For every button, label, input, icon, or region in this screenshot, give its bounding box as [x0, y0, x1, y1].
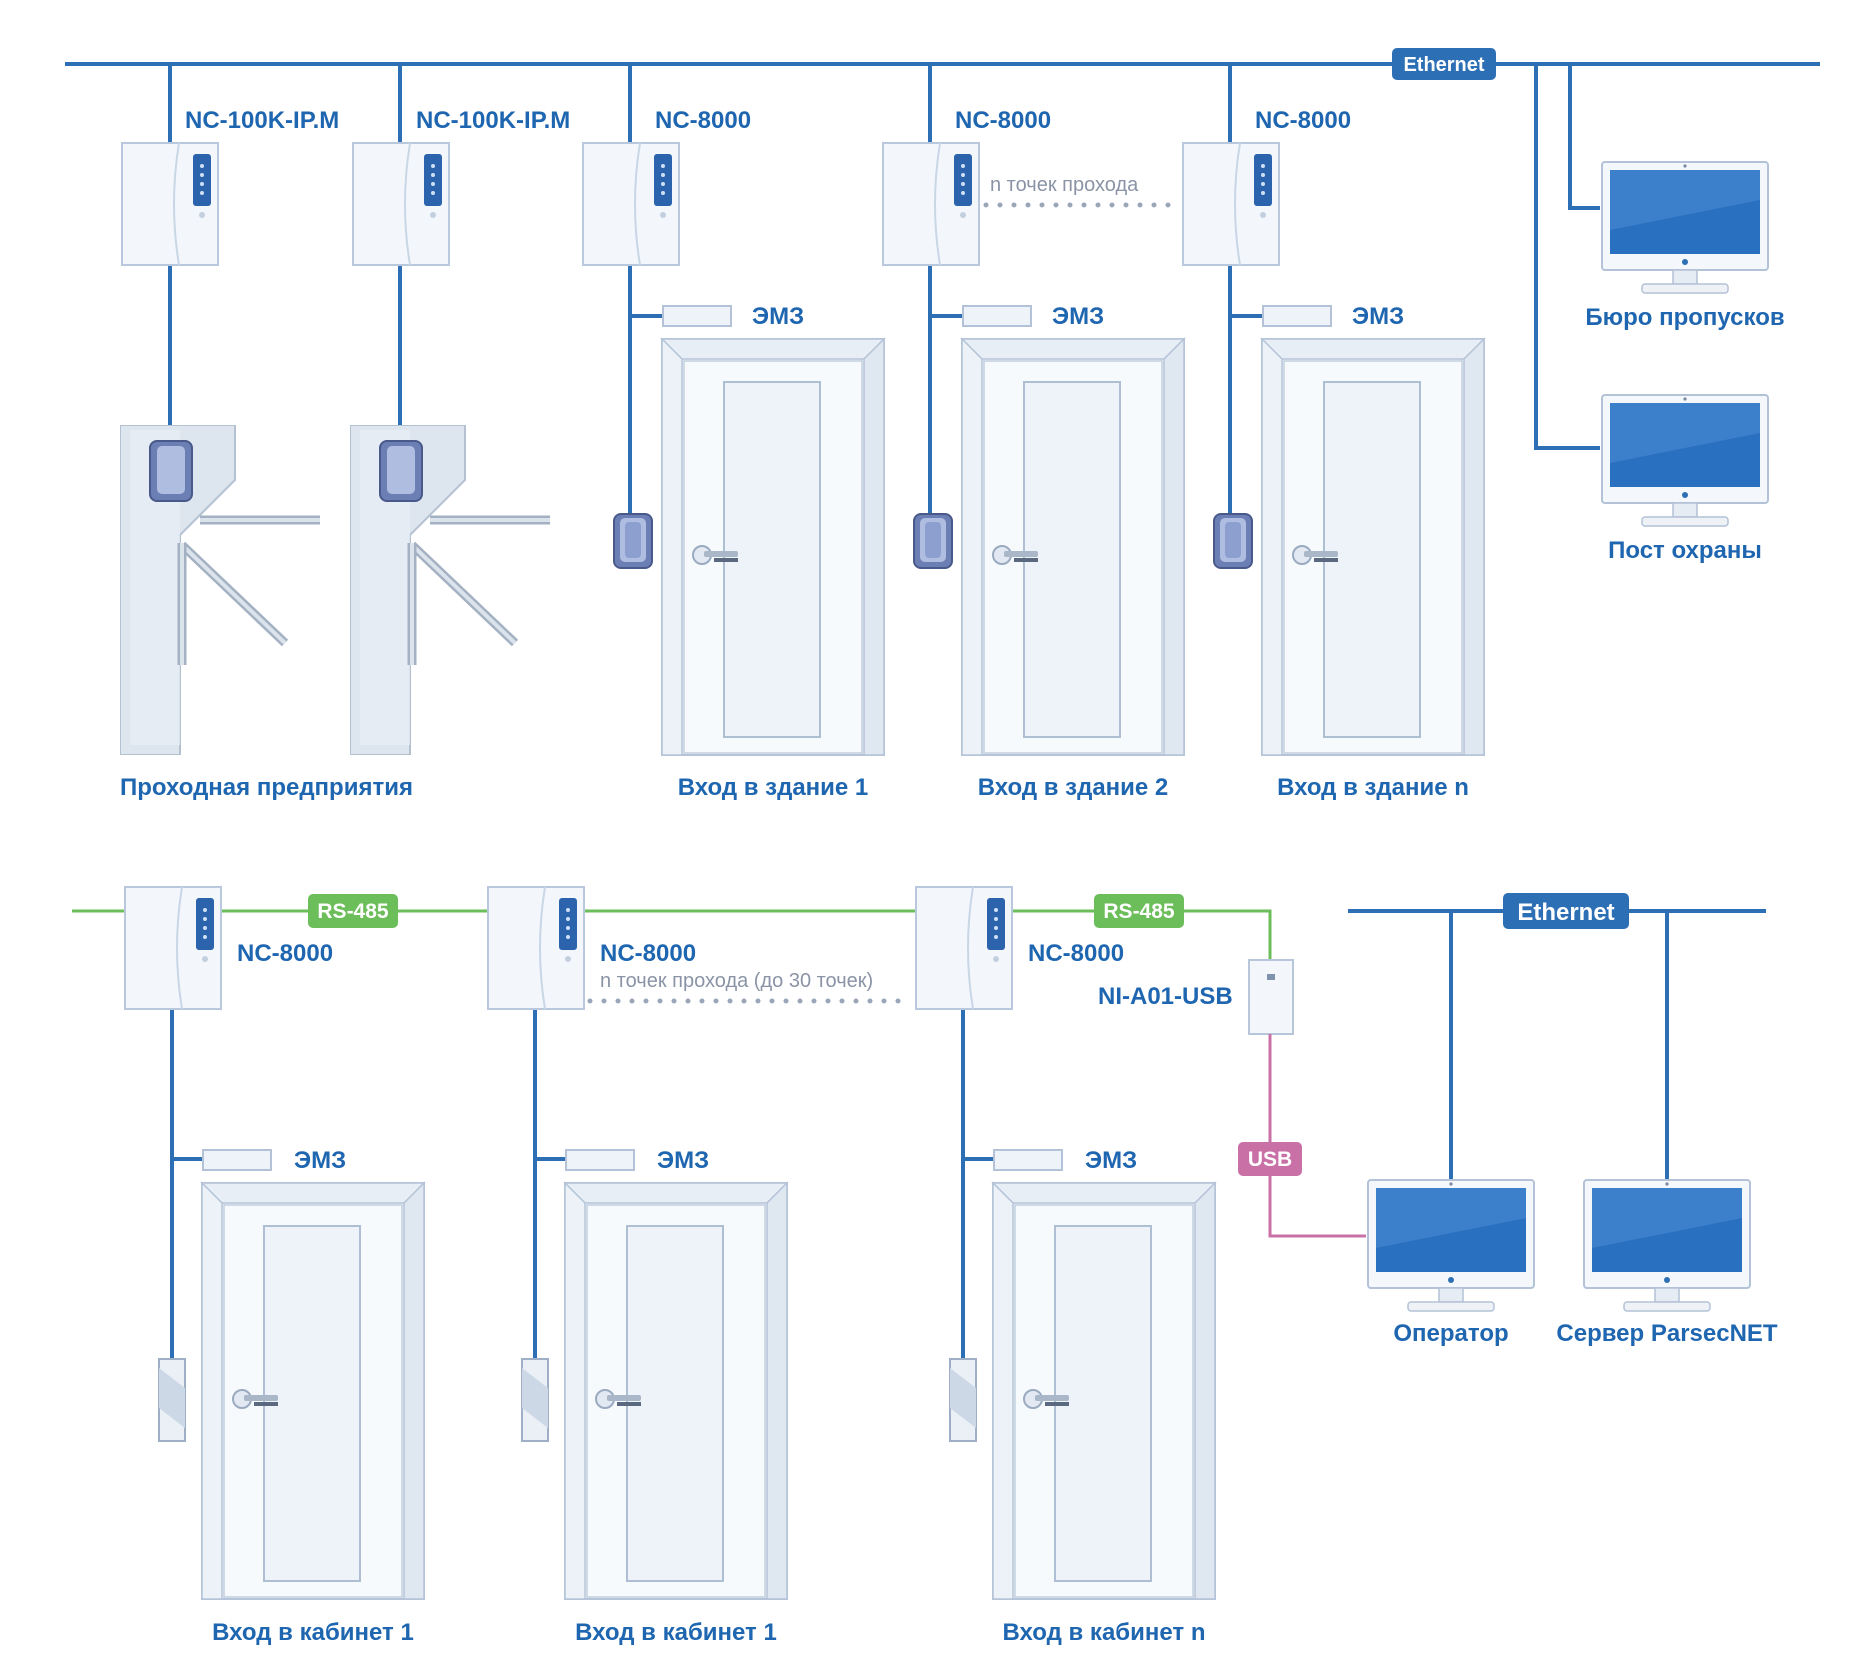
door-cabinet-n: ЭМЗ — [949, 1147, 1216, 1600]
svg-text:Оператор: Оператор — [1393, 1320, 1508, 1347]
caption-entry-n: Вход в здание n — [1277, 774, 1469, 801]
controller-nc8000-1: NC-8000 — [582, 107, 751, 266]
ethernet-tag-top: Ethernet — [1392, 48, 1496, 80]
pc-server: Сервер ParsecNET — [1556, 1179, 1778, 1347]
svg-text:ЭМЗ: ЭМЗ — [657, 1147, 709, 1174]
svg-text:Пост охраны: Пост охраны — [1608, 537, 1762, 564]
caption-turnstile: Проходная предприятия — [120, 774, 413, 801]
svg-text:ЭМЗ: ЭМЗ — [1085, 1147, 1137, 1174]
device-wiring-top — [168, 266, 1262, 516]
usb-interface: NI-A01-USB — [1098, 959, 1294, 1035]
svg-text:NC-8000: NC-8000 — [600, 940, 696, 967]
controller-nc8000-n: NC-8000 — [1182, 107, 1351, 266]
svg-text:RS-485: RS-485 — [317, 900, 389, 923]
svg-text:NC-8000: NC-8000 — [955, 107, 1051, 134]
pc-pass-office: Бюро пропусков — [1585, 161, 1785, 331]
svg-text:Ethernet: Ethernet — [1403, 54, 1484, 76]
caption-cabinet-n: Вход в кабинет n — [1003, 1619, 1206, 1646]
svg-text:NC-100K-IP.M: NC-100K-IP.M — [416, 107, 570, 134]
svg-text:n точек прохода (до 30 точек): n точек прохода (до 30 точек) — [600, 970, 873, 992]
svg-text:NC-8000: NC-8000 — [237, 940, 333, 967]
caption-cabinet-1b: Вход в кабинет 1 — [575, 1619, 777, 1646]
svg-text:NC-8000: NC-8000 — [655, 107, 751, 134]
svg-text:ЭМЗ: ЭМЗ — [294, 1147, 346, 1174]
device-wiring-bottom — [170, 1010, 993, 1361]
door-entry-n: ЭМЗ — [1213, 303, 1485, 756]
door-entry-1: ЭМЗ — [613, 303, 885, 756]
controller-cabinet-2: NC-8000 — [487, 886, 696, 1010]
controller-nc8000-2: NC-8000 — [882, 107, 1051, 266]
usb-link: USB — [1238, 1034, 1366, 1238]
turnstile-2 — [350, 425, 550, 755]
door-cabinet-1a: ЭМЗ — [158, 1147, 425, 1600]
svg-text:ЭМЗ: ЭМЗ — [1352, 303, 1404, 330]
svg-text:NC-8000: NC-8000 — [1028, 940, 1124, 967]
rs485-tag-2: RS-485 — [1094, 894, 1184, 928]
svg-text:Бюро пропусков: Бюро пропусков — [1585, 304, 1784, 331]
svg-text:n точек прохода: n точек прохода — [990, 174, 1139, 196]
caption-entry-2: Вход в здание 2 — [978, 774, 1169, 801]
pc-operator: Оператор — [1367, 1179, 1535, 1347]
svg-text:ЭМЗ: ЭМЗ — [752, 303, 804, 330]
ethernet-bus-top — [65, 62, 1820, 450]
controller-cabinet-1: NC-8000 — [124, 886, 333, 1010]
svg-text:NC-8000: NC-8000 — [1255, 107, 1351, 134]
rs485-tag-1: RS-485 — [308, 894, 398, 928]
controller-cabinet-n: NC-8000 — [915, 886, 1124, 1010]
door-cabinet-1b: ЭМЗ — [521, 1147, 788, 1600]
svg-text:ЭМЗ: ЭМЗ — [1052, 303, 1104, 330]
n-points-note-top: n точек прохода — [983, 174, 1181, 208]
caption-entry-1: Вход в здание 1 — [678, 774, 869, 801]
svg-text:NI-A01-USB: NI-A01-USB — [1098, 983, 1233, 1010]
svg-text:USB: USB — [1248, 1148, 1292, 1171]
svg-text:RS-485: RS-485 — [1103, 900, 1175, 923]
controller-nc100k-2: NC-100K-IP.M — [352, 107, 570, 266]
svg-text:Ethernet: Ethernet — [1517, 899, 1614, 926]
svg-text:NC-100K-IP.M: NC-100K-IP.M — [185, 107, 339, 134]
ethernet-bus-bottom: Ethernet — [1348, 893, 1766, 1180]
caption-cabinet-1a: Вход в кабинет 1 — [212, 1619, 414, 1646]
turnstile-1 — [120, 425, 320, 755]
pc-guard-post: Пост охраны — [1601, 394, 1769, 564]
svg-text:Сервер ParsecNET: Сервер ParsecNET — [1556, 1320, 1778, 1347]
door-entry-2: ЭМЗ — [913, 303, 1185, 756]
n-points-note-bottom: n точек прохода (до 30 точек) — [587, 970, 915, 1004]
controller-nc100k-1: NC-100K-IP.M — [121, 107, 339, 266]
